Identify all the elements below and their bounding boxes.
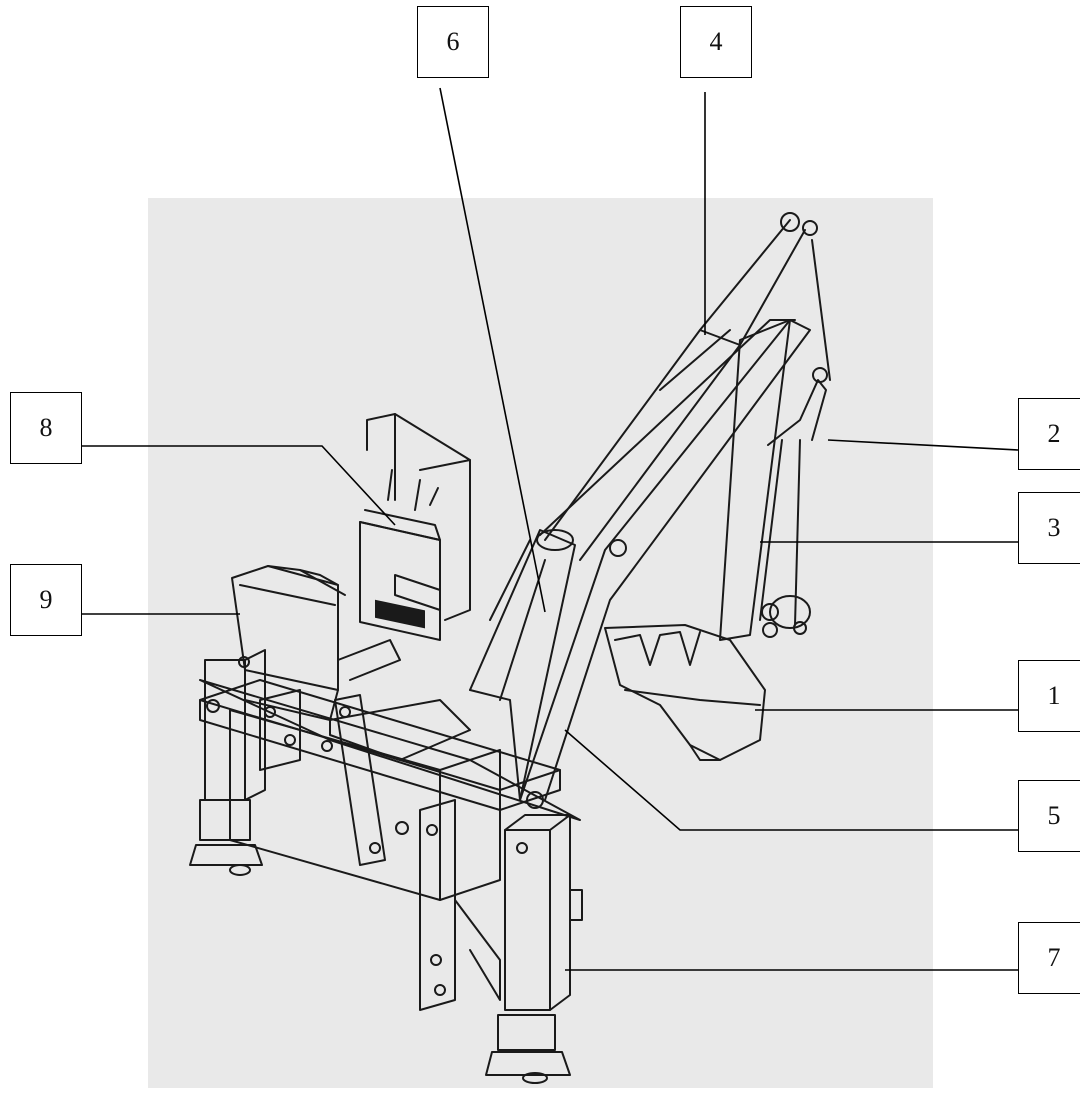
dipper-stick <box>719 239 831 641</box>
leader-lines <box>82 87 1019 971</box>
control-valve <box>359 413 471 641</box>
swing-tower <box>469 529 576 809</box>
leader-line-8 <box>82 445 396 526</box>
boom <box>519 319 811 801</box>
leader-line-5 <box>564 729 1018 831</box>
callout-9: 9 <box>10 564 82 636</box>
operator-seat <box>231 565 471 761</box>
callout-8: 8 <box>10 392 82 464</box>
illustration-background <box>148 198 933 1088</box>
right-stabilizer-leg <box>485 814 583 1084</box>
leader-line-6 <box>439 87 546 613</box>
callout-6: 6 <box>417 6 489 78</box>
callout-7: 7 <box>1018 922 1080 994</box>
callout-2: 2 <box>1018 398 1080 470</box>
callout-5: 5 <box>1018 780 1080 852</box>
callout-1: 1 <box>1018 660 1080 732</box>
boom-cylinder <box>544 212 818 561</box>
bucket <box>604 595 811 761</box>
callout-3: 3 <box>1018 492 1080 564</box>
callout-4: 4 <box>680 6 752 78</box>
leader-line-2 <box>827 439 1019 451</box>
linkage-brackets <box>334 694 501 1011</box>
left-stabilizer-leg <box>189 649 301 876</box>
